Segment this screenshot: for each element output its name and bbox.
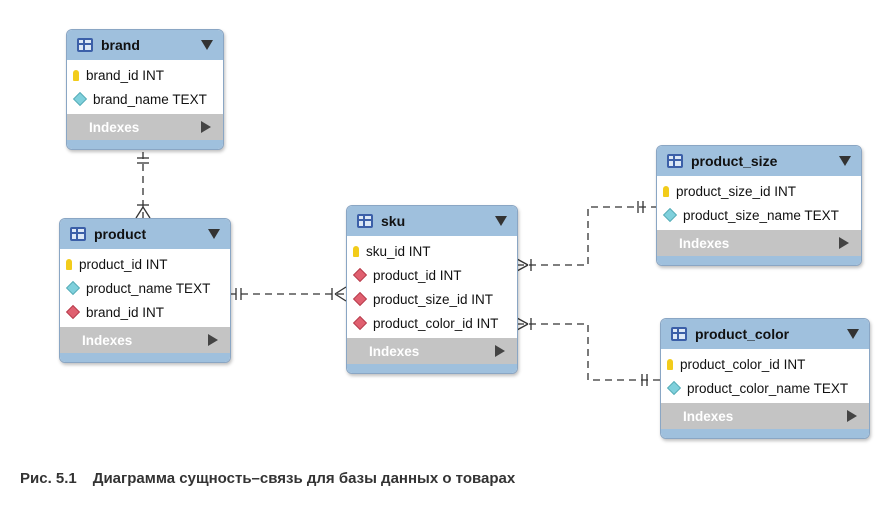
expand-arrow-icon[interactable] (839, 237, 849, 249)
column-row[interactable]: brand_id INT (60, 300, 230, 324)
indexes-section[interactable]: Indexes (347, 338, 517, 364)
indexes-section[interactable]: Indexes (67, 114, 223, 140)
column-label: product_id INT (79, 256, 168, 272)
table-product[interactable]: product product_id INT product_name TEXT… (59, 218, 231, 363)
primary-key-icon (353, 245, 359, 257)
table-sku[interactable]: sku sku_id INT product_id INT product_si… (346, 205, 518, 374)
column-row[interactable]: product_id INT (60, 252, 230, 276)
collapse-arrow-icon[interactable] (201, 40, 213, 50)
table-name: product (94, 226, 147, 242)
foreign-key-diamond-icon (352, 291, 368, 307)
column-row[interactable]: product_name TEXT (60, 276, 230, 300)
table-footer (60, 353, 230, 362)
table-header[interactable]: product (60, 219, 230, 249)
column-label: product_size_id INT (676, 183, 797, 199)
foreign-key-diamond-icon (65, 304, 81, 320)
column-row[interactable]: sku_id INT (347, 239, 517, 263)
column-row[interactable]: product_size_id INT (347, 287, 517, 311)
primary-key-icon (667, 358, 673, 370)
attribute-diamond-icon (666, 380, 682, 396)
indexes-section[interactable]: Indexes (60, 327, 230, 353)
expand-arrow-icon[interactable] (201, 121, 211, 133)
link-sku-product_size (516, 201, 656, 272)
column-row[interactable]: brand_name TEXT (67, 87, 223, 111)
table-icon (70, 227, 86, 241)
indexes-label: Indexes (683, 408, 734, 424)
link-brand-product (135, 152, 151, 219)
table-brand[interactable]: brand brand_id INT brand_name TEXT Index… (66, 29, 224, 150)
table-header[interactable]: brand (67, 30, 223, 60)
attribute-diamond-icon (662, 207, 678, 223)
foreign-key-diamond-icon (352, 315, 368, 331)
foreign-key-diamond-icon (352, 267, 368, 283)
column-label: product_color_name TEXT (687, 380, 849, 396)
column-row[interactable]: product_color_id INT (347, 311, 517, 335)
column-label: product_name TEXT (86, 280, 211, 296)
table-product_color[interactable]: product_color product_color_id INT produ… (660, 318, 870, 439)
column-row[interactable]: product_size_id INT (657, 179, 861, 203)
table-name: brand (101, 37, 140, 53)
column-label: sku_id INT (366, 243, 431, 259)
table-footer (67, 140, 223, 149)
link-sku-product_color (516, 317, 660, 386)
primary-key-icon (66, 258, 72, 270)
column-label: brand_name TEXT (93, 91, 207, 107)
table-footer (657, 256, 861, 265)
expand-arrow-icon[interactable] (495, 345, 505, 357)
column-label: brand_id INT (86, 67, 165, 83)
indexes-label: Indexes (82, 332, 133, 348)
expand-arrow-icon[interactable] (208, 334, 218, 346)
column-row[interactable]: product_size_name TEXT (657, 203, 861, 227)
collapse-arrow-icon[interactable] (208, 229, 220, 239)
table-icon (77, 38, 93, 52)
table-name: sku (381, 213, 406, 229)
table-name: product_size (691, 153, 778, 169)
column-label: product_size_name TEXT (683, 207, 839, 223)
table-icon (671, 327, 687, 341)
column-row[interactable]: product_color_id INT (661, 352, 869, 376)
primary-key-icon (663, 185, 669, 197)
column-row[interactable]: product_id INT (347, 263, 517, 287)
primary-key-icon (73, 69, 79, 81)
figure-caption-text: Диаграмма сущность–связь для базы данных… (92, 470, 516, 487)
indexes-label: Indexes (679, 235, 730, 251)
table-footer (661, 429, 869, 438)
column-row[interactable]: brand_id INT (67, 63, 223, 87)
expand-arrow-icon[interactable] (847, 410, 857, 422)
column-label: product_id INT (373, 267, 462, 283)
figure-caption: Рис. 5.1 Диаграмма сущность–связь для баз… (20, 470, 515, 487)
collapse-arrow-icon[interactable] (495, 216, 507, 226)
table-icon (667, 154, 683, 168)
table-header[interactable]: product_size (657, 146, 861, 176)
attribute-diamond-icon (72, 91, 88, 107)
table-footer (347, 364, 517, 373)
column-label: product_size_id INT (373, 291, 494, 307)
column-label: brand_id INT (86, 304, 165, 320)
column-label: product_color_id INT (373, 315, 499, 331)
column-label: product_color_id INT (680, 356, 806, 372)
link-product-sku (229, 286, 347, 302)
collapse-arrow-icon[interactable] (847, 329, 859, 339)
column-row[interactable]: product_color_name TEXT (661, 376, 869, 400)
collapse-arrow-icon[interactable] (839, 156, 851, 166)
attribute-diamond-icon (65, 280, 81, 296)
indexes-section[interactable]: Indexes (661, 403, 869, 429)
indexes-label: Indexes (89, 119, 140, 135)
table-name: product_color (695, 326, 790, 342)
indexes-section[interactable]: Indexes (657, 230, 861, 256)
table-icon (357, 214, 373, 228)
table-header[interactable]: product_color (661, 319, 869, 349)
table-product_size[interactable]: product_size product_size_id INT product… (656, 145, 862, 266)
table-header[interactable]: sku (347, 206, 517, 236)
indexes-label: Indexes (369, 343, 420, 359)
figure-number: Рис. 5.1 (20, 470, 77, 487)
